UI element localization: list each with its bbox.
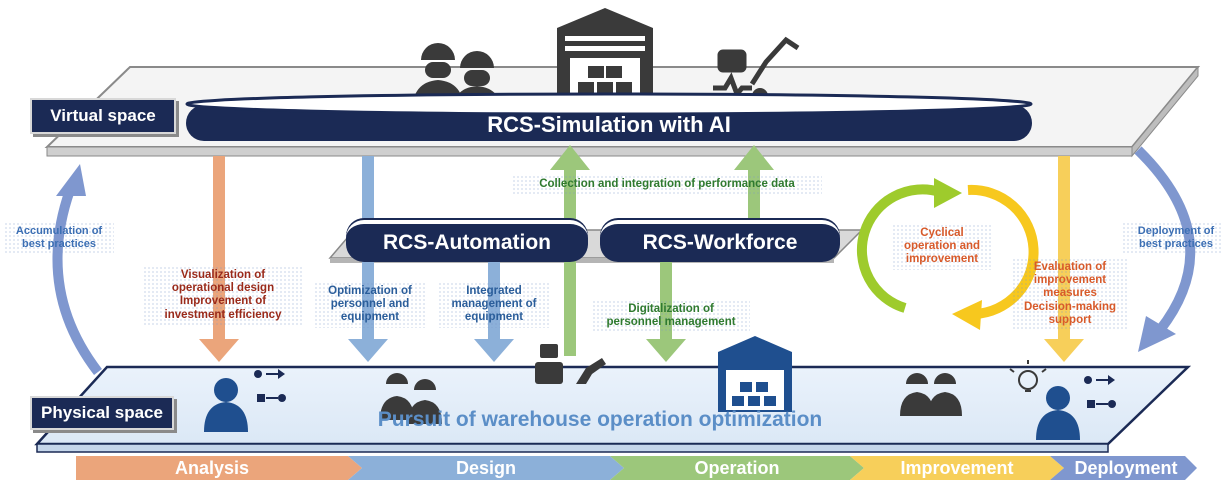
cycle-arrows bbox=[856, 178, 1039, 330]
physical-space-title: Pursuit of warehouse operation optimizat… bbox=[377, 408, 823, 431]
phase-analysis: Analysis bbox=[174, 457, 250, 478]
cyclical-label: Cyclical operation and improvement bbox=[892, 224, 992, 270]
green-arrow-down bbox=[646, 262, 686, 362]
yellow-arrow bbox=[1044, 156, 1084, 362]
accumulation-label: Accumulation of best practices bbox=[4, 222, 114, 254]
simulation-banner-shape bbox=[185, 92, 1033, 141]
manager-icon-left bbox=[204, 378, 248, 432]
rcs-workforce-module: RCS-Workforce bbox=[600, 220, 840, 262]
digitalization-label: Digitalization of personnel management bbox=[592, 300, 750, 333]
workers-icon-right bbox=[900, 373, 962, 416]
right-curved-arrow bbox=[1134, 146, 1196, 352]
rcs-automation-module: RCS-Automation bbox=[346, 220, 588, 262]
simulation-banner: RCS-Simulation with AI bbox=[487, 112, 731, 137]
left-curved-arrow bbox=[52, 164, 102, 376]
phase-design: Design bbox=[455, 457, 516, 478]
phase-operation: Operation bbox=[694, 457, 780, 478]
idea-bulb-icon bbox=[1009, 360, 1047, 392]
workers-icon-physical bbox=[380, 373, 442, 424]
phase-deployment: Deployment bbox=[1074, 457, 1178, 478]
integrated-label: Integrated management of equipment bbox=[438, 282, 550, 328]
physical-space-tag: Physical space bbox=[30, 396, 174, 430]
warehouse-icon-physical bbox=[718, 336, 792, 412]
deployment-of-label: Deployment of best practices bbox=[1122, 222, 1223, 254]
green-arrow-up-left bbox=[550, 145, 590, 356]
manager-icon-right bbox=[1036, 386, 1080, 440]
green-arrow-up-right bbox=[734, 145, 774, 230]
phase-improvement: Improvement bbox=[900, 457, 1014, 478]
collection-label: Collection and integration of performanc… bbox=[512, 175, 822, 195]
optimization-label: Optimization of personnel and equipment bbox=[314, 282, 426, 328]
evaluation-label: Evaluation of improvement measures Decis… bbox=[1012, 258, 1128, 331]
phase-bar bbox=[76, 456, 1197, 480]
virtual-space-tag: Virtual space bbox=[30, 98, 176, 134]
visualization-label: Visualization of operational design Impr… bbox=[143, 266, 303, 325]
flow-icon-right bbox=[1084, 375, 1116, 408]
orange-arrow bbox=[199, 156, 239, 362]
blue-arrow-integrated bbox=[474, 262, 514, 362]
flow-icon-left bbox=[254, 369, 286, 402]
robot-icon-physical bbox=[535, 344, 606, 384]
